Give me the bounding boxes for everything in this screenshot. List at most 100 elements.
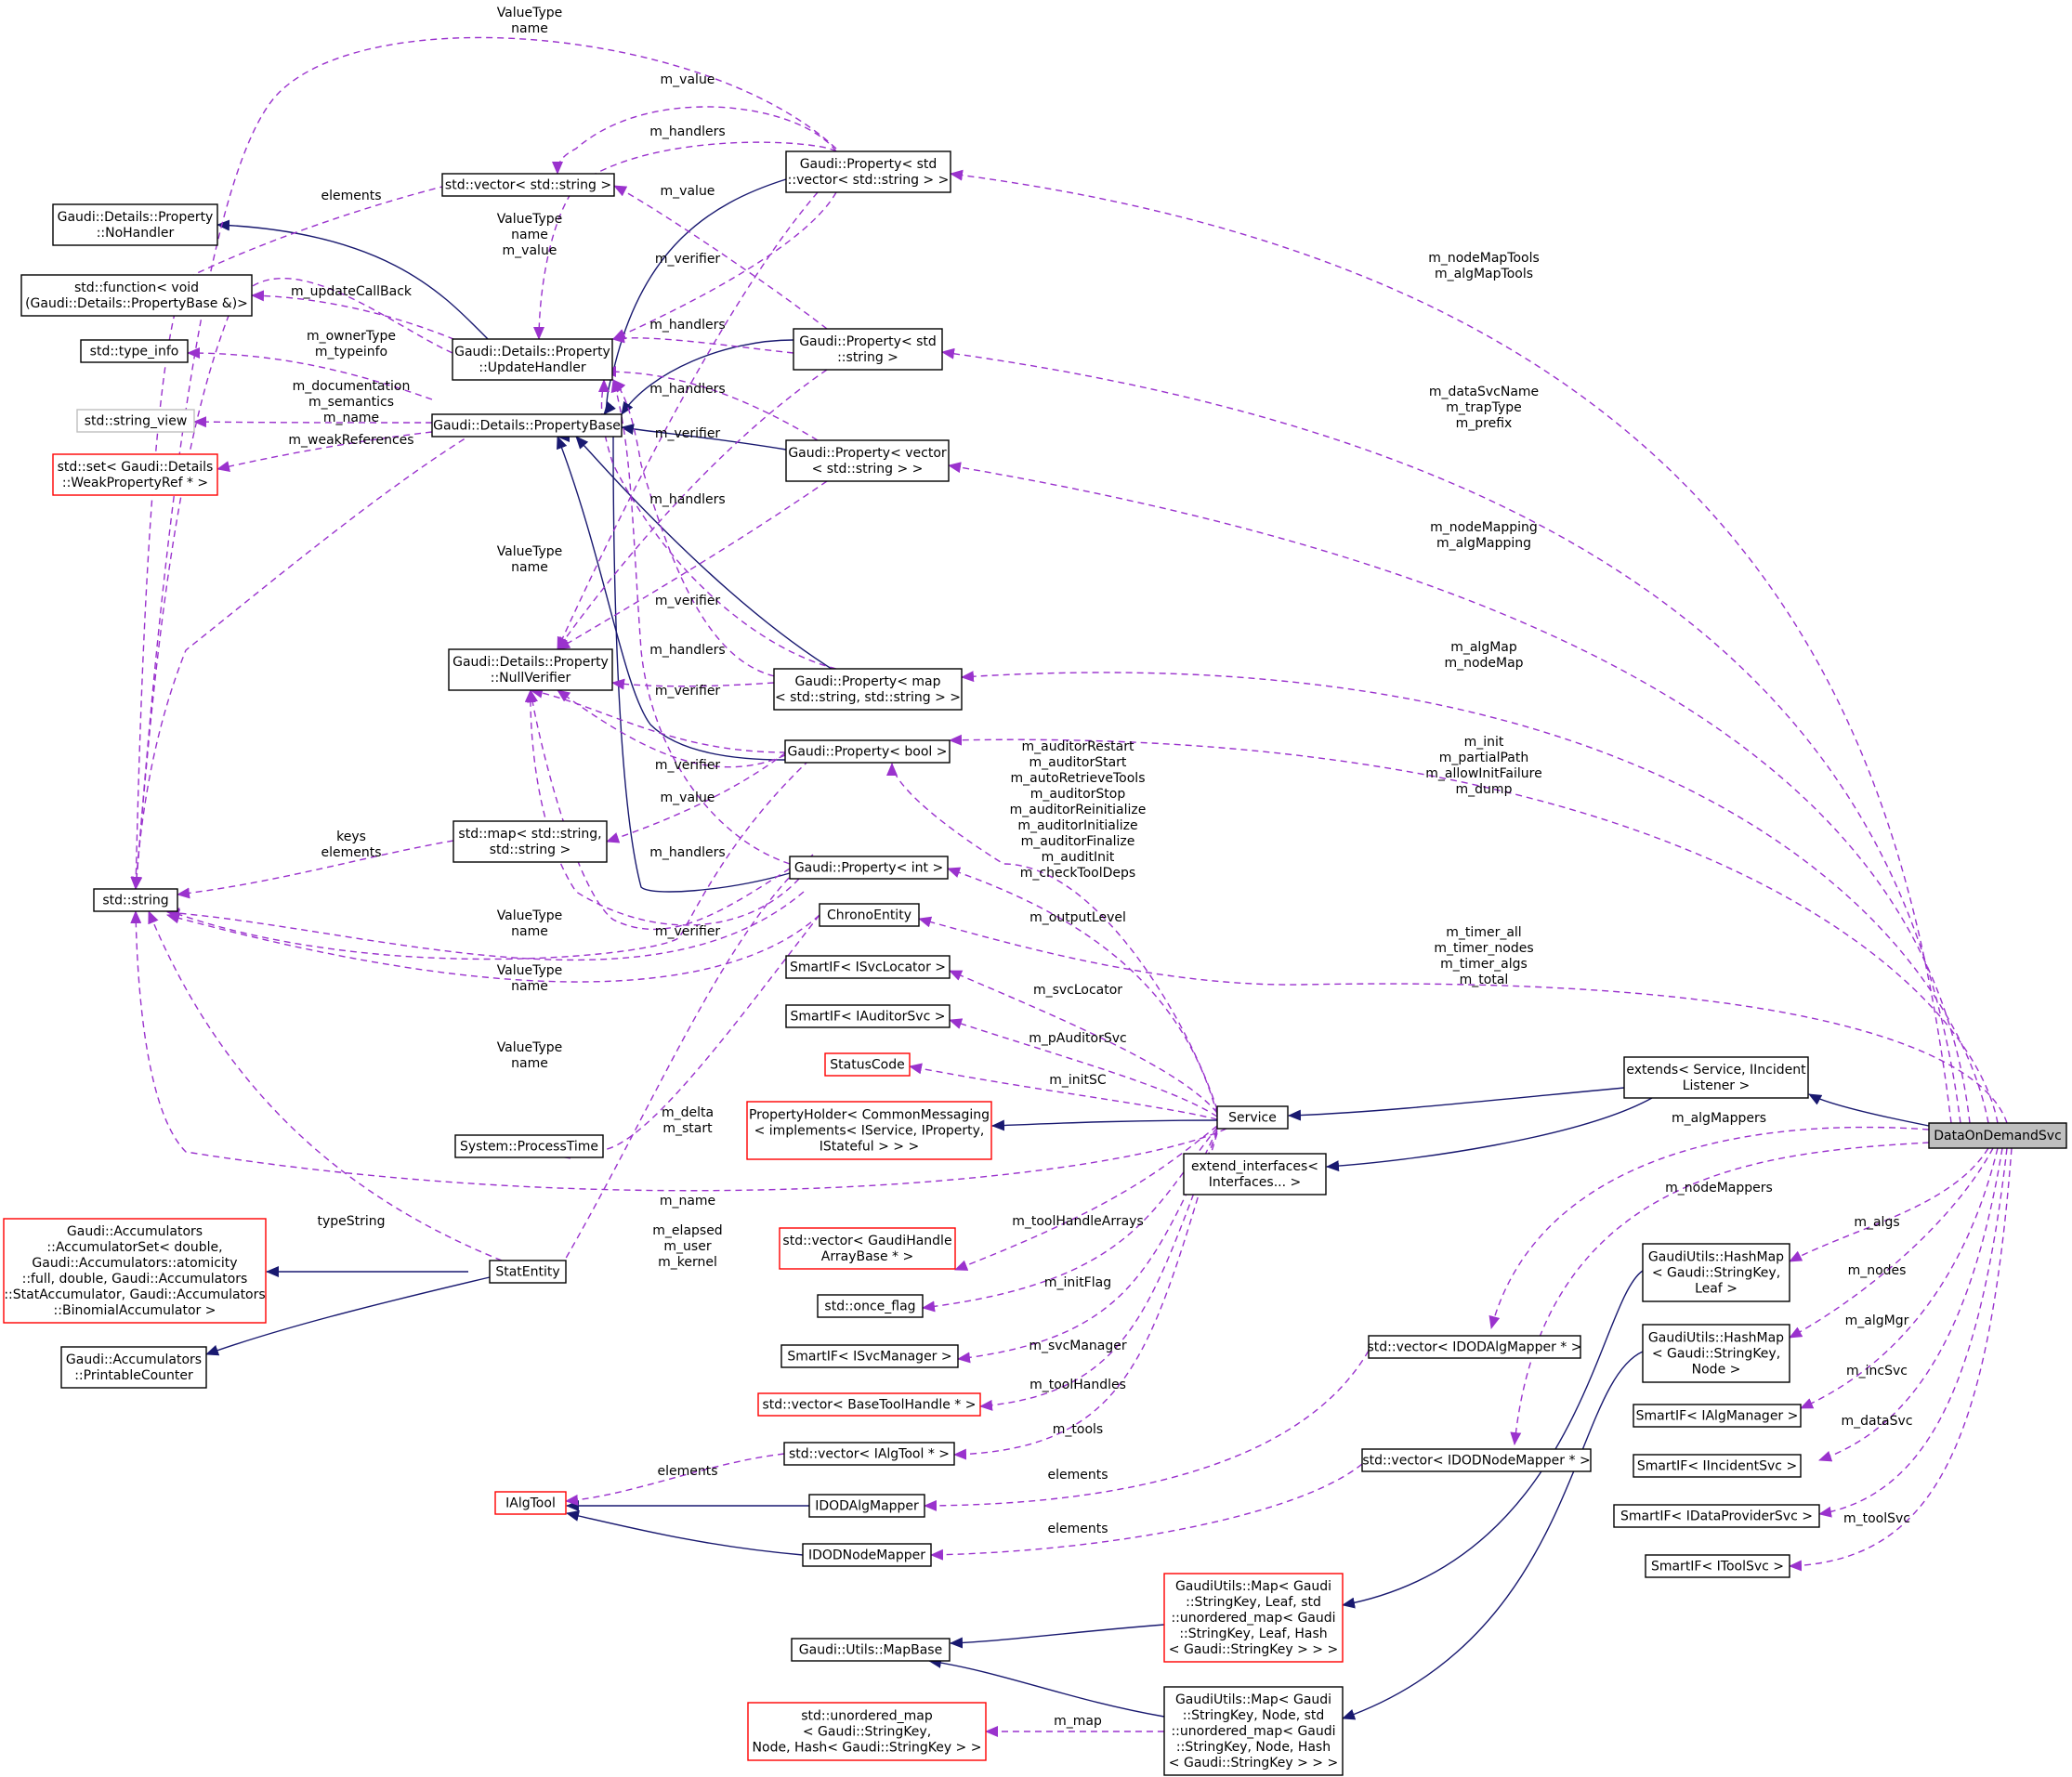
class-node-smart-ifalg-manager[interactable]: SmartIF< IAlgManager >	[1633, 1404, 1802, 1428]
class-node-printable-counter[interactable]: Gaudi::Accumulators::PrintableCounter	[60, 1346, 207, 1389]
class-node-box	[808, 1494, 925, 1518]
class-node-string-view[interactable]: std::string_view	[76, 409, 195, 433]
class-node-smart-ifsvc-locator[interactable]: SmartIF< ISvcLocator >	[785, 955, 951, 979]
class-node-once-flag[interactable]: std::once_flag	[817, 1294, 924, 1318]
class-node-smart-iftool-svc[interactable]: SmartIF< IToolSvc >	[1645, 1554, 1790, 1578]
class-node-label: < Gaudi::StringKey,	[1652, 1347, 1780, 1362]
class-node-no-handler[interactable]: Gaudi::Details::Property::NoHandler	[52, 203, 218, 246]
usage-edge-57	[597, 379, 837, 670]
class-node-box	[448, 648, 613, 691]
class-node-property-bool[interactable]: Gaudi::Property< bool >	[784, 739, 951, 764]
class-node-label: ::BinomialAccumulator >	[54, 1303, 216, 1318]
class-node-box	[52, 203, 218, 246]
inheritance-edge-5	[205, 1276, 491, 1356]
usage-edge-31	[1818, 1147, 2008, 1518]
edge-label-line: elements	[1047, 1468, 1108, 1483]
class-node-label: ::StringKey, Node, std	[1183, 1708, 1325, 1723]
usage-edge-37	[909, 1063, 1218, 1120]
class-node-vector-idodnode-mapper[interactable]: std::vector< IDODNodeMapper * >	[1361, 1448, 1592, 1472]
class-node-label: std::unordered_map	[801, 1709, 933, 1724]
class-node-std-map[interactable]: std::map< std::string,std::string >	[452, 820, 608, 863]
class-node-label: Gaudi::Accumulators::atomicity	[32, 1256, 237, 1271]
class-node-unordered-map[interactable]: std::unordered_map< Gaudi::StringKey, No…	[747, 1702, 987, 1761]
class-node-label: SmartIF< ISvcLocator >	[790, 960, 946, 975]
class-node-std-set[interactable]: std::set< Gaudi::Details::WeakPropertyRe…	[52, 453, 218, 496]
inheritance-edge-7	[566, 1510, 804, 1556]
class-node-std-string[interactable]: std::string	[93, 888, 178, 912]
class-node-stat-entity[interactable]: StatEntity	[489, 1260, 567, 1284]
usage-edge-55	[166, 891, 805, 961]
edge-label-tool-handles: m_toolHandles	[1029, 1378, 1126, 1392]
class-node-ialg-tool[interactable]: IAlgTool	[494, 1491, 567, 1515]
edge-label-line: m_value	[661, 184, 715, 199]
class-node-property-int[interactable]: Gaudi::Property< int >	[789, 856, 949, 880]
class-node-hash-map-node[interactable]: GaudiUtils::HashMap< Gaudi::StringKey,No…	[1642, 1324, 1790, 1383]
edge-label-line: name	[511, 924, 548, 939]
edge-label-line: m_allowInitFailure	[1425, 766, 1541, 781]
class-node-smart-ifauditor-svc[interactable]: SmartIF< IAuditorSvc >	[785, 1004, 951, 1028]
class-node-map-base[interactable]: Gaudi::Utils::MapBase	[791, 1638, 951, 1662]
class-node-property-std-vector[interactable]: Gaudi::Property< std::vector< std::strin…	[785, 150, 951, 193]
class-node-hash-map-leaf[interactable]: GaudiUtils::HashMap< Gaudi::StringKey,Le…	[1642, 1243, 1790, 1302]
class-node-idodalg-mapper[interactable]: IDODAlgMapper	[808, 1494, 925, 1518]
edge-label-elements-vector: elements	[321, 189, 381, 203]
class-node-property-holder[interactable]: PropertyHolder< CommonMessaging< impleme…	[746, 1101, 992, 1160]
class-node-accumulator-set[interactable]: Gaudi::Accumulators::AccumulatorSet< dou…	[3, 1218, 267, 1324]
class-node-vector-ialg-tool[interactable]: std::vector< IAlgTool * >	[783, 1442, 955, 1466]
class-node-std-vector-string[interactable]: std::vector< std::string >	[441, 173, 615, 197]
class-node-process-time[interactable]: System::ProcessTime	[454, 1134, 604, 1158]
class-node-null-verifier[interactable]: Gaudi::Details::Property::NullVerifier	[448, 648, 613, 691]
edge-label-timer: m_timer_allm_timer_nodesm_timer_algsm_to…	[1434, 925, 1533, 987]
class-node-vector-idodalg-mapper[interactable]: std::vector< IDODAlgMapper * >	[1368, 1335, 1582, 1359]
edge-label-m-verifier-map: m_verifier	[655, 684, 721, 699]
class-node-data-on-demand-svc[interactable]: DataOnDemandSvc	[1928, 1122, 2067, 1149]
edge-label-line: m_nodeMappers	[1665, 1181, 1773, 1196]
class-node-box	[52, 453, 218, 496]
edge-label-algs: m_algs	[1854, 1215, 1899, 1230]
class-node-smart-ifsvc-manager[interactable]: SmartIF< ISvcManager >	[780, 1344, 959, 1368]
class-node-label: SmartIF< ISvcManager >	[787, 1350, 951, 1365]
usage-edge-80	[131, 277, 453, 890]
class-node-label: extends< Service, IIncident	[1626, 1063, 1806, 1078]
class-node-label: Gaudi::Details::PropertyBase	[433, 419, 621, 434]
edge-label-data-svc: m_dataSvc	[1841, 1414, 1912, 1429]
class-node-chrono-entity[interactable]: ChronoEntity	[819, 903, 920, 927]
class-node-std-function[interactable]: std::function< void(Gaudi::Details::Prop…	[20, 274, 253, 317]
class-node-map-leaf[interactable]: GaudiUtils::Map< Gaudi::StringKey, Leaf,…	[1163, 1573, 1344, 1663]
edge-label-tool-svc: m_toolSvc	[1843, 1511, 1910, 1526]
edge-label-line: m_toolHandles	[1029, 1378, 1126, 1392]
class-node-label: Interfaces... >	[1209, 1175, 1302, 1190]
class-node-box	[494, 1491, 567, 1515]
edge-label-line: ValueType	[497, 963, 563, 978]
class-node-update-handler[interactable]: Gaudi::Details::Property::UpdateHandler	[452, 338, 613, 381]
class-node-property-string[interactable]: Gaudi::Property< std::string >	[793, 328, 943, 371]
class-node-extend-interfaces[interactable]: extend_interfaces<Interfaces... >	[1183, 1153, 1327, 1196]
class-node-vector-base-tool-handle[interactable]: std::vector< BaseToolHandle * >	[757, 1392, 981, 1417]
edge-label-line: ValueType	[497, 1040, 563, 1055]
class-node-label: < std::string > >	[812, 462, 924, 477]
class-node-map-node[interactable]: GaudiUtils::Map< Gaudi::StringKey, Node,…	[1163, 1686, 1344, 1776]
class-node-property-vector[interactable]: Gaudi::Property< vector< std::string > >	[785, 439, 950, 482]
class-node-status-code[interactable]: StatusCode	[824, 1052, 911, 1077]
edge-label-line: m_handlers	[649, 845, 725, 860]
edge-label-tool-handle-arrays: m_toolHandleArrays	[1012, 1214, 1144, 1229]
class-node-property-base[interactable]: Gaudi::Details::PropertyBase	[431, 413, 623, 438]
class-node-label: Listener >	[1683, 1078, 1751, 1093]
class-node-smart-ifdata-provider-svc[interactable]: SmartIF< IDataProviderSvc >	[1613, 1504, 1820, 1528]
class-node-label: Gaudi::Details::Property	[58, 210, 214, 225]
class-node-service[interactable]: Service	[1216, 1105, 1289, 1130]
edge-label-line: m_trapType	[1446, 400, 1522, 415]
usage-edge-24	[918, 916, 2008, 1124]
class-node-box	[1183, 1153, 1327, 1196]
class-node-smart-ifincident-svc[interactable]: SmartIF< IIncidentSvc >	[1633, 1454, 1802, 1478]
class-node-property-map[interactable]: Gaudi::Property< map< std::string, std::…	[773, 668, 963, 711]
class-node-type-info[interactable]: std::type_info	[80, 339, 189, 363]
class-node-label: ::string >	[837, 350, 898, 365]
class-node-idodnode-mapper[interactable]: IDODNodeMapper	[802, 1543, 932, 1567]
usage-edge-34	[947, 867, 1218, 1116]
class-node-box	[93, 888, 178, 912]
